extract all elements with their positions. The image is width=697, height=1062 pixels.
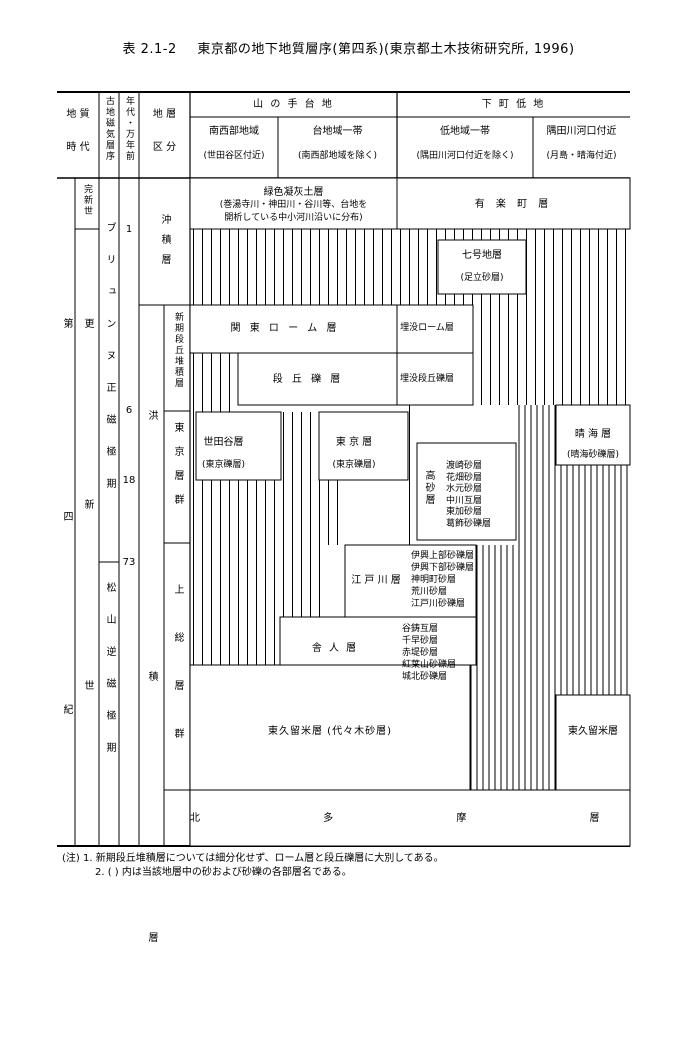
age-header: 年代・万年前 <box>124 96 134 162</box>
unit-ryokushoku-name: 緑色凝灰土層 <box>263 187 324 198</box>
area-header-lowland: 低地域一帯 (隅田川河口付近を除く) <box>397 125 533 163</box>
matuyama-label: 松山逆磁極期 <box>104 582 115 774</box>
member: 花畑砂層 <box>446 472 483 483</box>
unit-terrace-gravel: 段 丘 礫 層 <box>272 374 344 385</box>
member: 江戸川砂礫層 <box>411 599 466 609</box>
unit-tokyo: 東 京 層 (東京礫層) <box>319 436 389 472</box>
unit-tokyo-name: 東 京 層 <box>335 437 373 448</box>
unit-ryokushoku-note2: 開析している中小河川沿いに分布) <box>224 213 363 223</box>
unit-takasago: 高砂層 <box>423 470 434 506</box>
unit-setagaya-name: 世田谷層 <box>203 437 244 448</box>
yamanote-header: 山 の 手 台 地 <box>253 99 334 110</box>
area-name: 台地域一帯 <box>312 126 363 137</box>
shitamachi-header: 下 町 低 地 <box>481 99 546 110</box>
geo-age-header: 地 質 時 代 <box>57 108 99 154</box>
unit-toneri: 舎 人 層 <box>311 643 359 654</box>
table-number: 表 2.1-2 <box>122 42 177 57</box>
alluvium-label: 沖積層 <box>159 214 170 274</box>
area-sub: (月島・晴海付近) <box>546 151 617 161</box>
member: 伊興下部砂礫層 <box>411 563 475 573</box>
unit-nanagochi-sub: (足立砂層) <box>460 273 504 283</box>
age-18: 18 <box>122 475 136 486</box>
member: 水元砂層 <box>446 484 483 494</box>
member: 紅葉山砂礫層 <box>402 660 457 670</box>
member: 千早砂層 <box>402 636 439 646</box>
member: 神明町砂層 <box>411 575 457 585</box>
terrace-deposit-label: 新期段丘堆積層 <box>173 312 183 389</box>
edogawa-members: 伊興上部砂礫層 伊興下部砂礫層 神明町砂層 荒川砂層 江戸川砂礫層 <box>411 550 474 610</box>
holocene-label: 完新世 <box>82 184 92 217</box>
stratum-header-line2: 区 分 <box>152 142 177 153</box>
unit-higashikurume: 東久留米層 (代々木砂層) <box>268 726 392 737</box>
member: 赤堤砂層 <box>402 648 439 658</box>
member: 葛飾砂礫層 <box>446 518 492 529</box>
brunhes-label: ブリュンヌ正磁極期 <box>104 222 115 510</box>
area-name: 低地域一帯 <box>440 126 490 137</box>
member: 東加砂層 <box>446 507 483 517</box>
takasago-members: 渡崎砂層 花畑砂層 水元砂層 中川互層 東加砂層 葛飾砂礫層 <box>446 461 491 530</box>
area-header-plateau: 台地域一帯 (南西部地域を除く) <box>278 125 397 163</box>
paleomag-header: 古地磁気層序 <box>104 96 114 162</box>
tokyo-group-label: 東京層群 <box>172 422 183 518</box>
geo-age-header-line1: 地 質 <box>66 109 90 120</box>
age-1: 1 <box>125 224 133 235</box>
age-6: 6 <box>125 405 133 416</box>
area-name: 隅田川河口付近 <box>546 126 617 137</box>
area-sub: (隅田川河口付近を除く) <box>416 151 514 161</box>
stratigraphy-diagram <box>57 91 631 847</box>
member: 中川互層 <box>446 495 483 506</box>
unit-edogawa: 江 戸 川 層 <box>351 575 401 586</box>
unit-buried-terrace-gravel: 埋没段丘礫層 <box>399 374 454 384</box>
unit-harumi-name: 晴 海 層 <box>574 429 612 440</box>
member: 渡崎砂層 <box>446 461 483 471</box>
pleistocene-label: 更 新 世 <box>82 318 93 770</box>
toneri-members: 谷鋳互層 千早砂層 赤堤砂層 紅葉山砂礫層 城北砂礫層 <box>402 623 456 683</box>
stratum-header-line1: 地 層 <box>152 109 177 120</box>
area-sub: (世田谷区付近) <box>203 151 265 161</box>
area-header-sumida: 隅田川河口付近 (月島・晴海付近) <box>533 125 630 163</box>
note-2: 2. ( ) 内は当該地層中の砂および砂礫の各部層名である。 <box>95 867 352 878</box>
unit-kitatama: 北 多 摩 層 <box>190 813 660 824</box>
unit-ryokushoku-note1: (巻湯寺川・神田川・谷川等、台地を <box>219 200 368 210</box>
unit-harumi-sub: (晴海砂礫層) <box>566 450 620 460</box>
age-73: 73 <box>122 557 136 568</box>
note-1: (注) 1. 新期段丘堆積層については細分化せず、ローム層と段丘礫層に大別してあ… <box>62 853 444 864</box>
unit-nanagochi: 七号地層 (足立砂層) <box>438 249 526 285</box>
table-title: 表 2.1-2 東京都の地下地質層序(第四系)(東京都土木技術研究所, 1996… <box>0 38 697 57</box>
unit-ryokushoku: 緑色凝灰土層 (巻湯寺川・神田川・谷川等、台地を 開析している中小河川沿いに分布… <box>190 186 397 225</box>
geo-age-header-line2: 時 代 <box>66 142 90 153</box>
unit-kanto-loam: 関 東 ロ ー ム 層 <box>230 323 340 334</box>
unit-yurakucho: 有 楽 町 層 <box>474 199 553 210</box>
member: 城北砂礫層 <box>402 672 448 682</box>
stratum-header: 地 層 区 分 <box>139 108 190 154</box>
unit-tokyo-sub: (東京礫層) <box>332 460 376 470</box>
member: 谷鋳互層 <box>402 624 439 634</box>
unit-nanagochi-name: 七号地層 <box>462 250 502 261</box>
unit-setagaya: 世田谷層 (東京礫層) <box>196 436 251 472</box>
diluvium-label: 洪 積 層 <box>146 410 157 1062</box>
quaternary-label: 第 四 紀 <box>61 318 72 800</box>
member: 荒川砂層 <box>411 587 448 597</box>
kazusa-group-label: 上総層群 <box>172 584 183 776</box>
area-name: 南西部地域 <box>209 126 259 137</box>
unit-buried-loam: 埋没ローム層 <box>400 323 454 333</box>
unit-higashikurume-right: 東久留米層 <box>568 726 618 737</box>
area-header-southwest: 南西部地域 (世田谷区付近) <box>190 125 278 163</box>
unit-harumi: 晴 海 層 (晴海砂礫層) <box>556 428 630 462</box>
member: 伊興上部砂礫層 <box>411 551 475 561</box>
unit-setagaya-sub: (東京礫層) <box>201 460 246 470</box>
area-sub: (南西部地域を除く) <box>297 151 378 161</box>
table-caption: 東京都の地下地質層序(第四系)(東京都土木技術研究所, 1996) <box>197 42 575 57</box>
